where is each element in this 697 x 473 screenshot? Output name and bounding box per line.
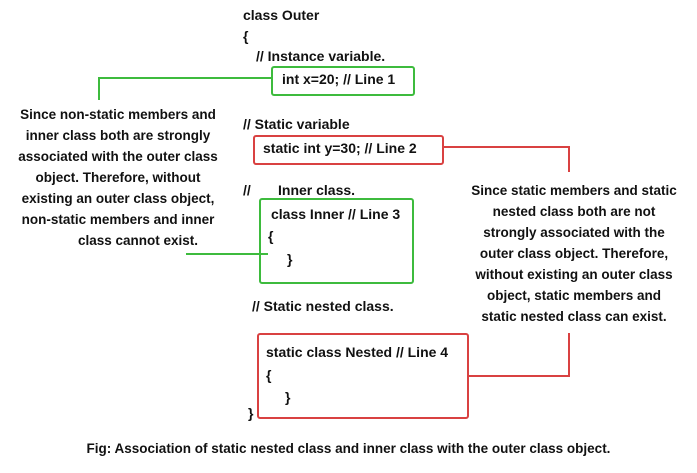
right-note-line: strongly associated with the [483,225,665,240]
left-note-line: Since non-static members and [20,107,216,122]
left-note-line: object. Therefore, without [35,170,201,185]
static-int-y-line: static int y=30; // Line 2 [263,140,417,156]
inner-close-brace: } [287,251,293,267]
int-x-line: int x=20; // Line 1 [282,71,396,87]
static-variable-comment: // Static variable [243,116,350,132]
line1-box [271,66,415,96]
inner-class-comment-slashes: // [243,182,251,198]
instance-variable-comment: // Instance variable. [256,48,386,64]
red-connector-static-var [442,146,570,172]
right-note-line: without existing an outer class [475,267,673,282]
red-connector-nested [467,333,570,377]
left-note-line: associated with the outer class [18,149,218,164]
class-inner-line: class Inner // Line 3 [271,206,401,222]
left-note-line: non-static members and inner [21,212,215,227]
inner-class-comment-text: Inner class. [278,182,356,198]
class-outer-line: class Outer [243,7,320,23]
nested-open-brace: { [266,367,272,383]
static-class-nested-line: static class Nested // Line 4 [266,344,449,360]
outer-close-brace: } [248,405,254,421]
line3-box [259,198,414,284]
line2-box [253,135,444,165]
right-note: Since static members and static nested c… [454,180,694,327]
right-note-line: Since static members and static [471,183,677,198]
right-note-line: object, static members and [486,288,662,303]
outer-open-brace: { [243,28,249,44]
line4-box [257,333,469,419]
figure-caption: Fig: Association of static nested class … [86,441,611,456]
right-note-line: outer class object. Therefore, [479,246,669,261]
left-note-line: existing an outer class object, [21,191,215,206]
right-note-line: nested class both are not [492,204,656,219]
inner-open-brace: { [268,228,274,244]
green-connector-top [98,77,272,100]
left-note: Since non-static members and inner class… [0,104,236,251]
left-note-line: inner class both are strongly [25,128,211,143]
static-nested-comment: // Static nested class. [252,298,394,314]
right-note-line: static nested class can exist. [481,309,667,324]
nested-close-brace: } [285,389,291,405]
left-note-line: class cannot exist. [77,233,199,248]
